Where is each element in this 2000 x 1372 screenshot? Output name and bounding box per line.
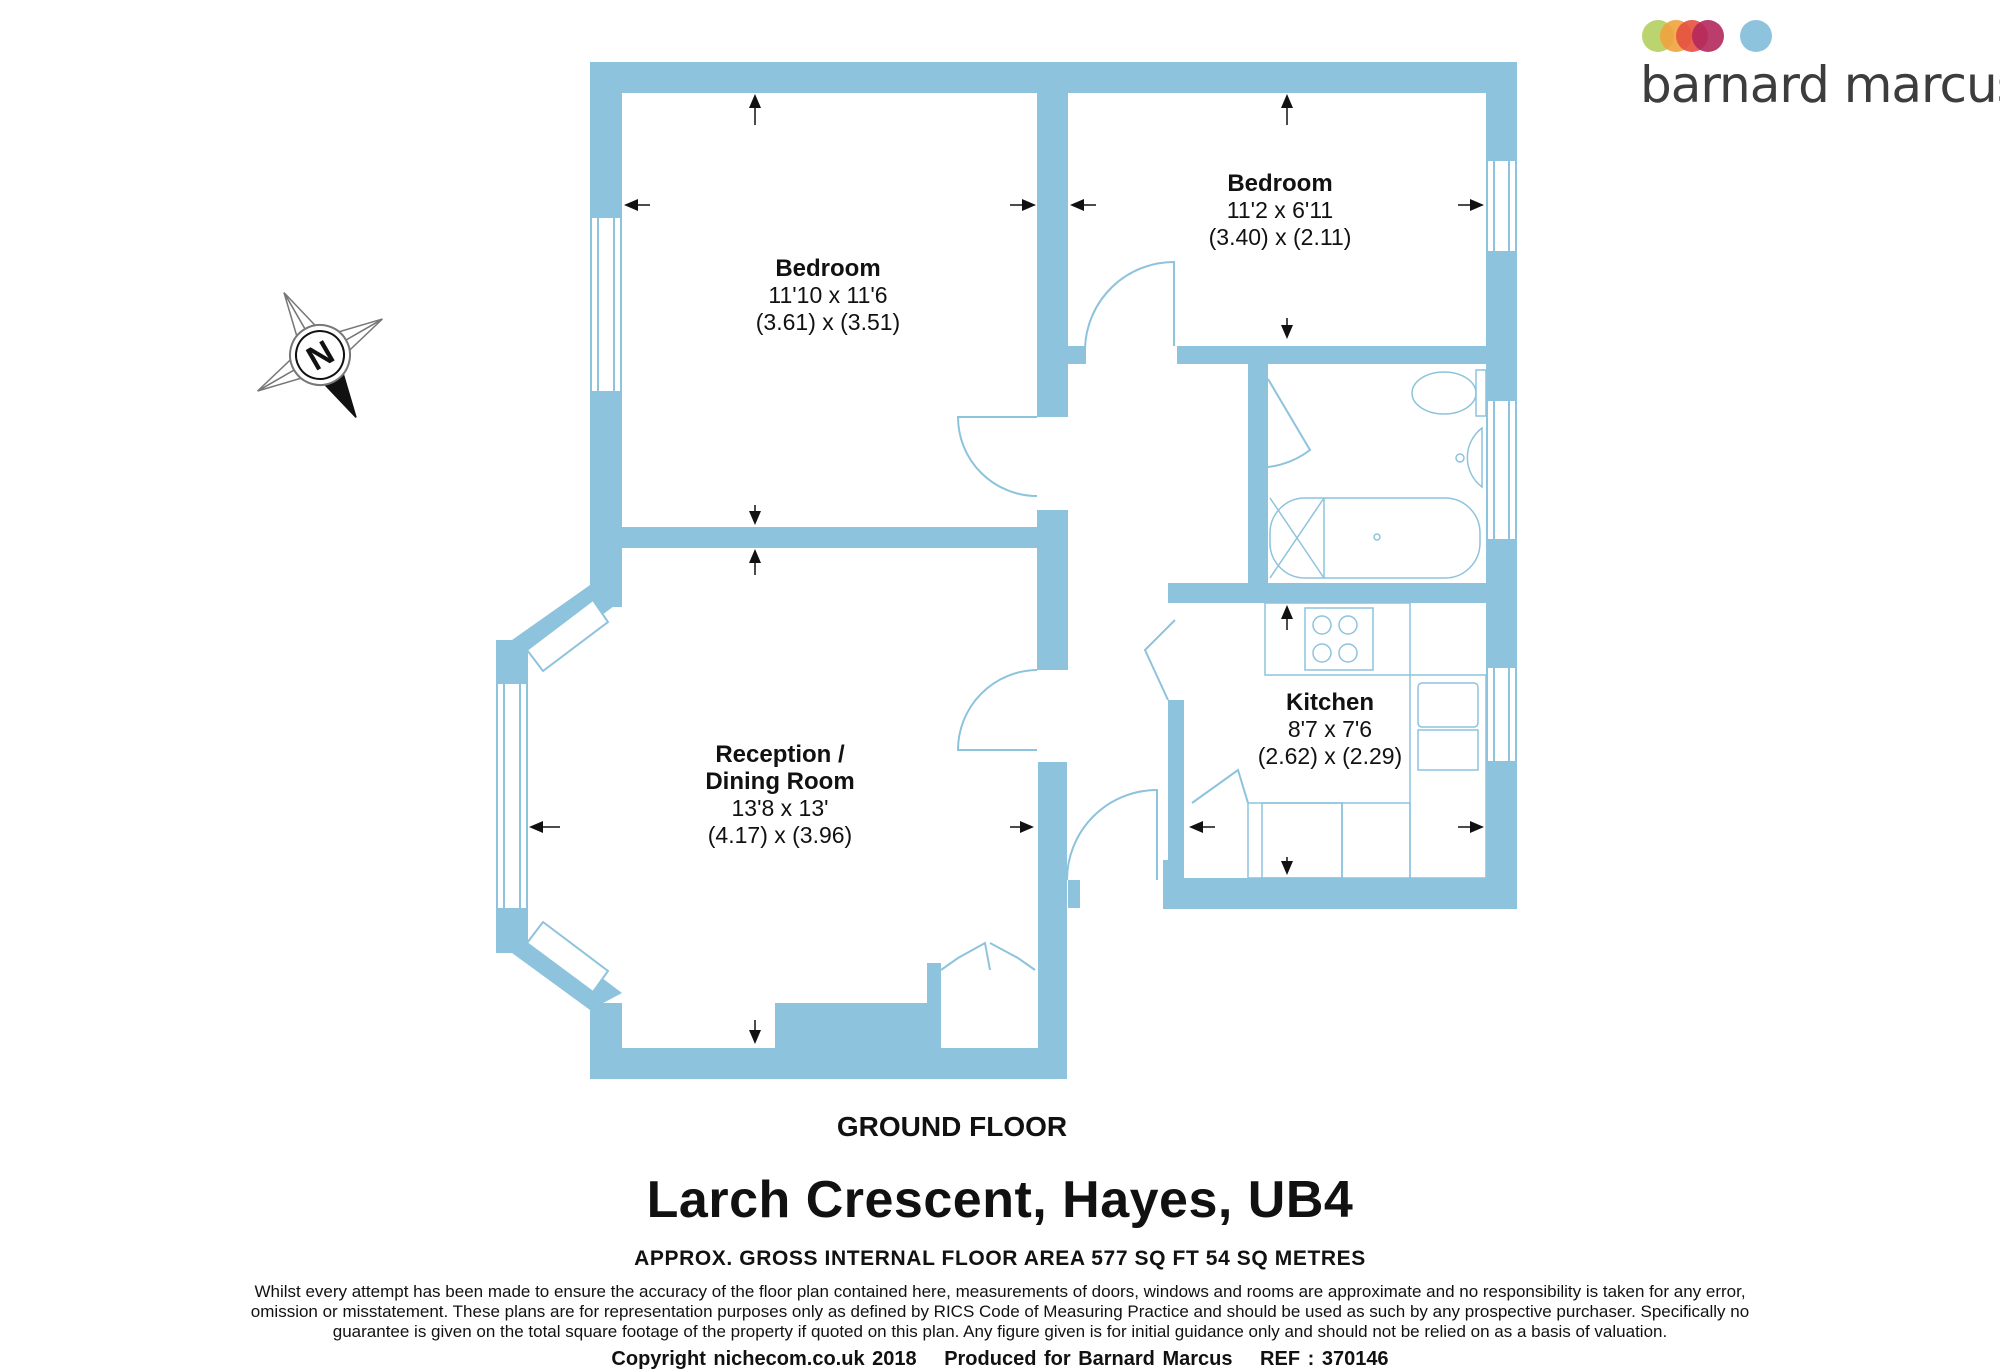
door-kitchen	[1143, 619, 1176, 701]
room-name-line-2: Dining Room	[705, 768, 854, 795]
disclaimer: Whilst every attempt has been made to en…	[250, 1282, 1750, 1341]
wall-kitchen-left	[1168, 700, 1184, 893]
floor-area: APPROX. GROSS INTERNAL FLOOR AREA 577 SQ…	[634, 1247, 1366, 1270]
footer-copyright: Copyright nichecom.co.uk 2018	[611, 1348, 917, 1370]
wall-bay-corner-upper	[496, 640, 528, 685]
floor-label: GROUND FLOOR	[837, 1111, 1067, 1142]
wall-bedroom2-bottom	[1177, 346, 1486, 364]
window-bay-front	[496, 682, 528, 910]
window-bathroom	[1486, 399, 1517, 541]
window-bay-upper	[525, 598, 610, 673]
room-dimensions-imperial: 13'8 x 13'	[731, 795, 828, 821]
room-dimensions-metric: (3.40) x (2.11)	[1209, 224, 1352, 250]
room-bedroom-2: Bedroom 11'2 x 6'11 (3.40) x (2.11)	[1209, 170, 1352, 250]
wall-bathroom-left	[1248, 364, 1268, 584]
windows	[496, 159, 1517, 994]
footer-produced: Produced for Barnard Marcus	[944, 1348, 1233, 1370]
window-kitchen	[1486, 666, 1517, 763]
room-dimensions-imperial: 11'2 x 6'11	[1227, 197, 1333, 223]
kitchen-drainer-icon	[1417, 729, 1479, 771]
window-bedroom2	[1486, 159, 1517, 253]
kitchen-worktop-top	[1264, 602, 1411, 676]
room-dimensions-metric: (4.17) x (3.96)	[708, 822, 852, 848]
brand-dots	[1642, 20, 1772, 54]
footer: Copyright nichecom.co.uk 2018 Produced f…	[0, 1348, 2000, 1371]
room-name: Bedroom	[1227, 170, 1332, 197]
fixtures	[1247, 369, 1487, 879]
room-dimensions-imperial: 8'7 x 7'6	[1288, 716, 1372, 742]
dimension-arrows	[529, 94, 1484, 1044]
room-reception: Reception / Dining Room 13'8 x 13' (4.17…	[705, 741, 854, 848]
brand-name: barnard marcus	[1640, 56, 2000, 114]
door-bedroom2	[1084, 260, 1175, 364]
walls	[496, 62, 1517, 1079]
doors	[940, 260, 1312, 971]
room-dimensions-metric: (2.62) x (2.29)	[1258, 743, 1402, 769]
sink-drain	[1455, 453, 1465, 463]
kitchen-worktop-side	[1409, 674, 1487, 879]
brand-logo: barnard marcus	[1640, 18, 2000, 114]
room-name: Kitchen	[1286, 689, 1374, 716]
wall-kitchen-corner	[1163, 860, 1184, 893]
toilet-cistern	[1475, 369, 1487, 417]
room-dimensions-imperial: 11'10 x 11'6	[768, 282, 887, 308]
room-kitchen: Kitchen 8'7 x 7'6 (2.62) x (2.29)	[1258, 689, 1402, 769]
door-bedroom1	[956, 416, 1038, 497]
wall-kitchen-bottom	[1163, 878, 1517, 909]
window-bedroom1	[590, 216, 622, 393]
wall-stub-1	[1068, 346, 1085, 364]
brand-dot-4	[1692, 20, 1724, 52]
kitchen-sink-icon	[1417, 682, 1479, 728]
wall-reception-right	[1038, 762, 1067, 1079]
window-bay-lower	[525, 920, 610, 994]
wall-corridor-stub	[1068, 880, 1080, 908]
room-bedroom-1: Bedroom 11'10 x 11'6 (3.61) x (3.51)	[756, 255, 900, 335]
bathtub-icon	[1269, 497, 1481, 579]
door-bathroom	[1247, 378, 1312, 469]
brand-dot-5	[1740, 20, 1772, 52]
bath-drain	[1373, 533, 1381, 541]
footer-ref: REF : 370146	[1260, 1348, 1389, 1370]
room-dimensions-metric: (3.61) x (3.51)	[756, 309, 900, 335]
wall-bathroom-stub	[1248, 364, 1266, 379]
kitchen-unit-2	[1341, 802, 1411, 879]
cooker-icon	[1304, 607, 1374, 671]
compass-icon	[257, 292, 383, 418]
wall-bathroom-bottom	[1168, 583, 1486, 603]
door-reception	[956, 669, 1038, 751]
wall-bedroom-divider	[1037, 62, 1068, 417]
bathroom-sink-icon	[1466, 426, 1483, 489]
chimney-breast	[775, 1003, 927, 1053]
wall-bottom	[590, 1048, 1067, 1079]
door-kitchen-cupboard	[1191, 768, 1249, 804]
wall-bay-corner-lower	[496, 908, 528, 953]
room-name: Reception /	[715, 741, 845, 768]
cupboard-wall	[927, 963, 941, 1053]
wall-bedroom-reception	[622, 527, 1052, 548]
door-kitchen-corridor	[1066, 788, 1158, 881]
property-title: Larch Crescent, Hayes, UB4	[646, 1171, 1354, 1229]
door-reception-cupboard	[940, 941, 1036, 971]
toilet-icon	[1411, 371, 1477, 415]
room-name: Bedroom	[775, 255, 880, 282]
